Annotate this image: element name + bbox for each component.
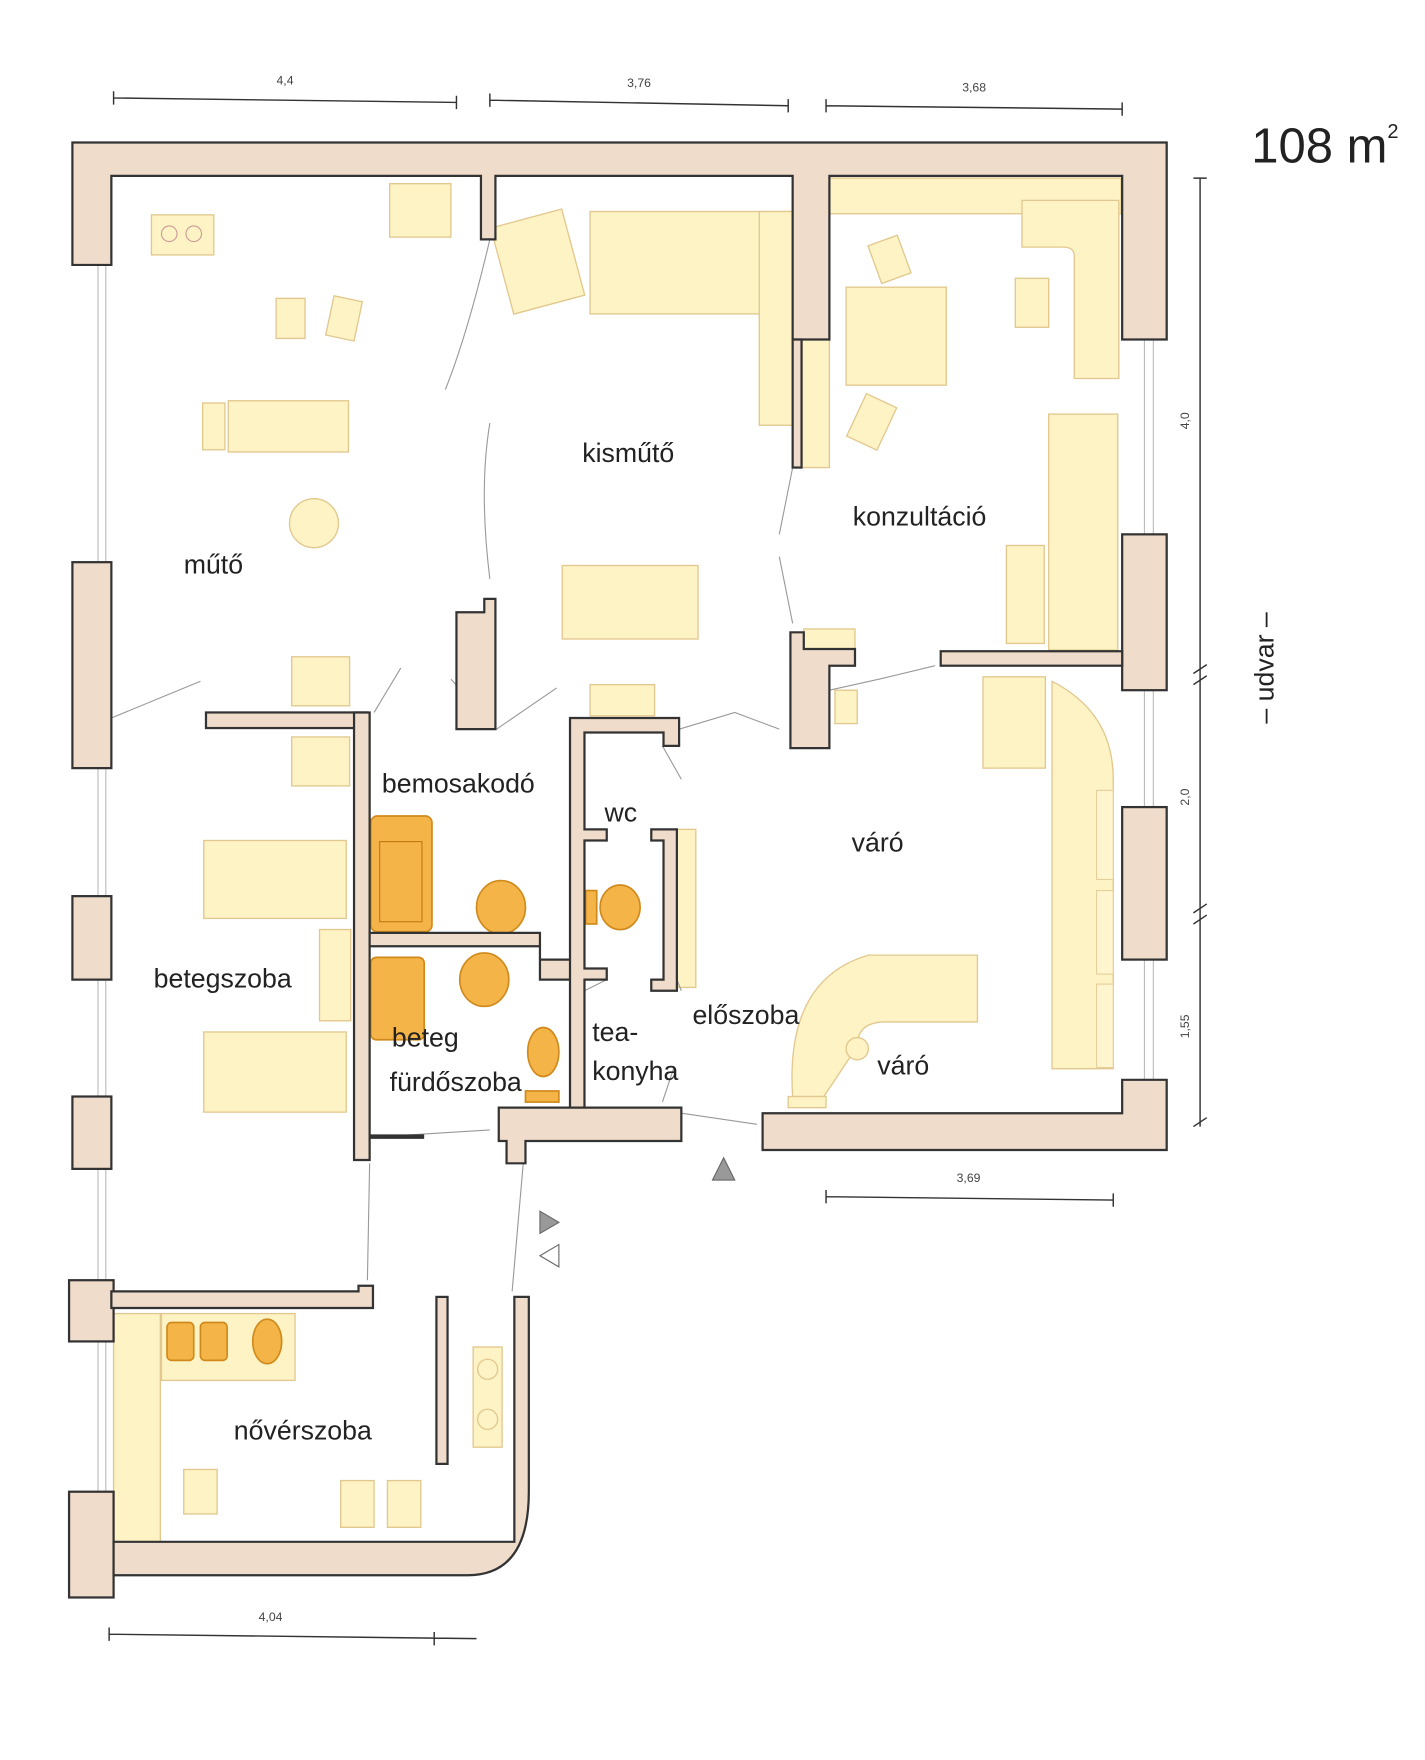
dimension-top-3: 3,68: [962, 80, 986, 94]
entrance-arrows: [538, 1156, 736, 1268]
room-label-konzultacio: konzultáció: [853, 501, 987, 531]
dimension-bottom-left: 4,04: [259, 1610, 283, 1624]
room-label-betegszoba: betegszoba: [154, 963, 292, 993]
dimension-right-1: 4,0: [1178, 412, 1192, 429]
room-label-noverszoba: nővérszoba: [234, 1415, 372, 1445]
dimension-right-2: 2,0: [1178, 788, 1192, 805]
dimension-right-3: 1,55: [1178, 1014, 1192, 1038]
windows: [97, 264, 1154, 1492]
room-label-bemosakodo: bemosakodó: [382, 769, 535, 799]
area-label: 108 m2: [1251, 120, 1398, 174]
dimension-top-2: 3,76: [627, 76, 651, 90]
walls: [67, 141, 1168, 1599]
room-label-kismuto: kisműtő: [582, 438, 674, 468]
room-label-furdo-line2: fürdőszoba: [390, 1067, 522, 1097]
dimension-bottom-right: 3,69: [957, 1171, 981, 1185]
room-label-eloszoba: előszoba: [692, 1000, 799, 1030]
dimension-top-1: 4,4: [277, 74, 294, 88]
sanitary-fixtures: [166, 815, 641, 1365]
room-label-wc: wc: [604, 798, 638, 828]
room-label-tea-line2: konyha: [592, 1056, 678, 1086]
furniture: [112, 177, 1122, 1543]
room-label-tea-line1: tea-: [592, 1017, 638, 1047]
room-label-muto: műtő: [184, 549, 243, 579]
courtyard-label: – udvar –: [1250, 612, 1280, 723]
dimension-lines: [108, 91, 1208, 1646]
room-label-varo: váró: [852, 828, 904, 858]
room-label-furdo-line1: beteg: [392, 1022, 459, 1052]
room-label-varo-small: váró: [877, 1050, 929, 1080]
